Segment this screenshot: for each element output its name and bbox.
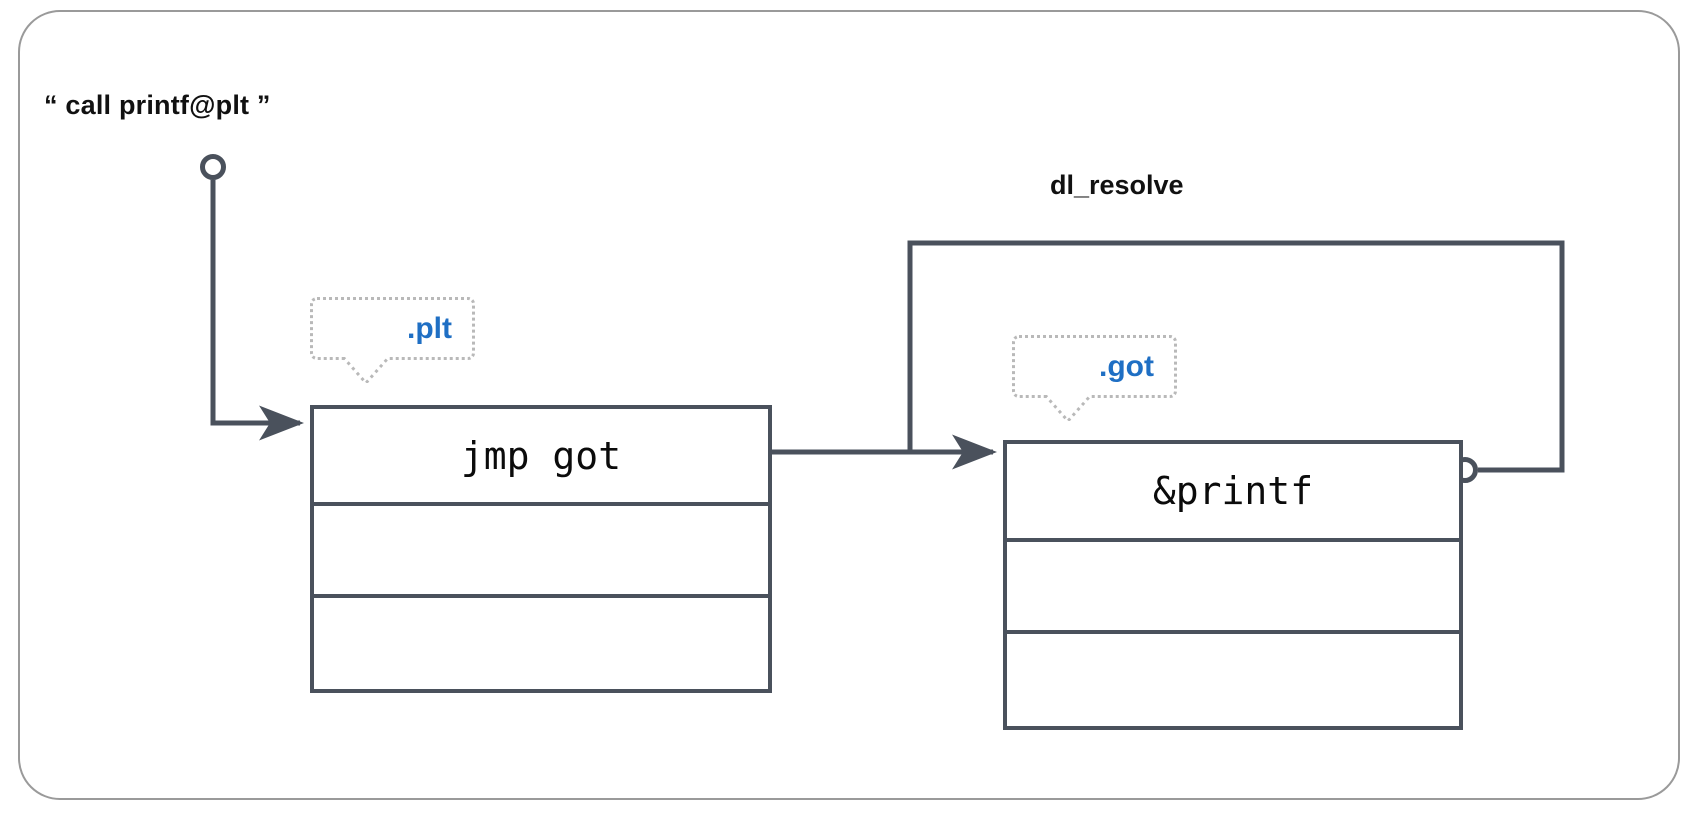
plt-table: jmp got [310, 405, 772, 693]
plt-section-callout: .plt [310, 297, 475, 383]
got-row-0: &printf [1007, 444, 1459, 538]
got-table: &printf [1003, 440, 1463, 730]
outer-frame [18, 10, 1680, 800]
plt-callout-tail [343, 357, 389, 383]
plt-callout-label: .plt [407, 311, 452, 345]
got-row-1 [1007, 538, 1459, 630]
plt-row-1 [314, 502, 768, 594]
got-callout-tail [1045, 395, 1091, 421]
plt-row-0: jmp got [314, 409, 768, 502]
plt-row-2 [314, 594, 768, 689]
call-printf-plt-label: “ call printf@plt ” [44, 90, 271, 120]
got-callout-label: .got [1099, 349, 1154, 383]
dl-resolve-label: dl_resolve [1050, 170, 1184, 200]
got-row-2 [1007, 630, 1459, 726]
got-section-callout: .got [1012, 335, 1177, 421]
